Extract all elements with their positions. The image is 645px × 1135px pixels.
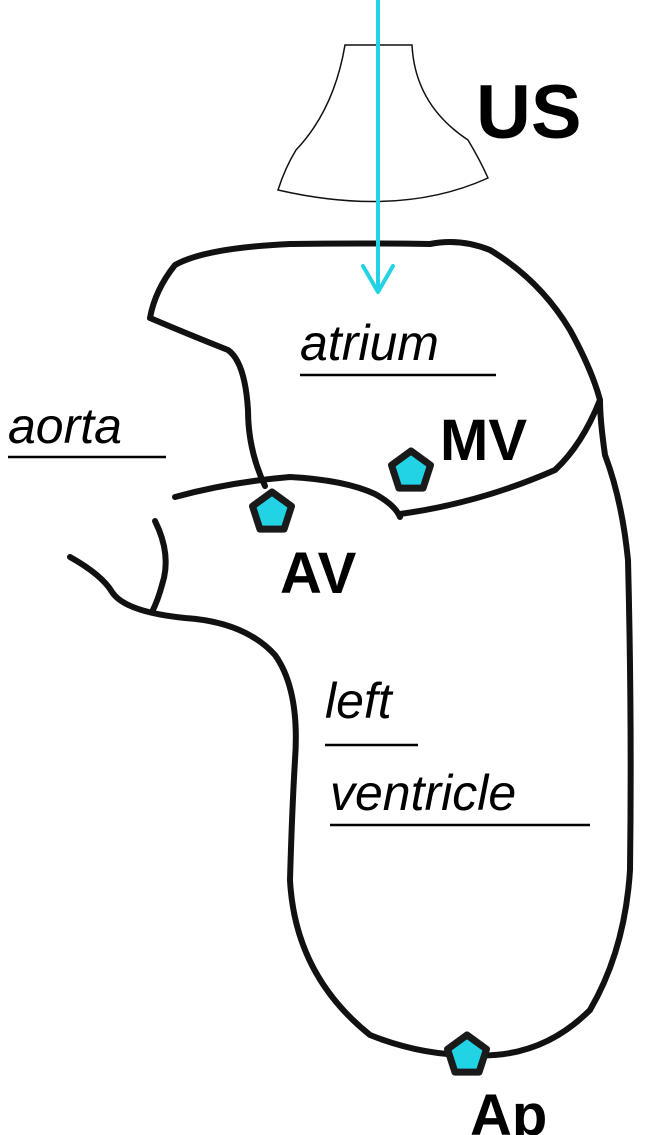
ultrasound-probe [277, 44, 489, 203]
label-av: AV [280, 541, 357, 606]
valve-line [172, 474, 403, 520]
atrium-outline [147, 239, 603, 517]
label-atrium: atrium [300, 315, 439, 371]
left-ventricle-outline [67, 397, 634, 1059]
label-aorta: aorta [8, 398, 122, 454]
ultrasound-beam-arrowhead [361, 264, 395, 294]
av-marker [249, 488, 295, 533]
label-ap: Ap [470, 1083, 547, 1135]
mv-marker [388, 447, 434, 492]
label-mv: MV [440, 408, 527, 473]
label-left: left [325, 673, 394, 729]
aortic-wall-upper [149, 518, 169, 615]
ap-marker [444, 1031, 490, 1076]
label-ventricle: ventricle [330, 765, 516, 821]
label-us: US [476, 70, 582, 155]
